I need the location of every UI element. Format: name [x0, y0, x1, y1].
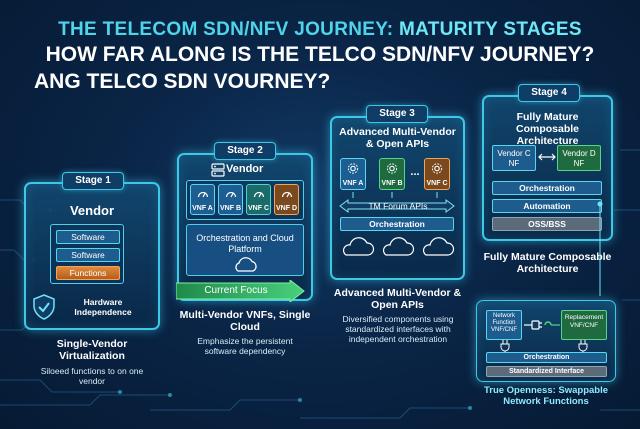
- stage2-vnf-c-label: VNF C: [248, 205, 269, 212]
- inset-caption: True Openness: Swappable Network Functio…: [483, 385, 609, 407]
- inset-replacement-function: Replacement VNF/CNF: [561, 310, 607, 340]
- stage2-vendor-label: Vendor: [226, 163, 264, 175]
- stage3-vnf-c-label: VNF C: [426, 180, 448, 187]
- server-icon: [211, 163, 225, 177]
- stage2-vnf-b: VNF B: [218, 184, 243, 215]
- inset-orchestration-bar: Orchestration: [486, 352, 607, 363]
- stage3-vnf-a-label: VNF A: [342, 180, 364, 187]
- subtitle-repeat: ANG TELCO SDN VOURNEY?: [34, 70, 331, 93]
- double-arrow-icon: [538, 153, 556, 161]
- stage4-card-title: Fully Mature Composable Architecture: [515, 111, 579, 147]
- stage4-vendor-c: Vendor C NF: [492, 145, 536, 171]
- stage4-automation-bar: Automation: [492, 199, 602, 213]
- current-focus-label: Current Focus: [204, 285, 268, 296]
- stage2-orchestration-label: Orchestration and Cloud Platform: [196, 233, 294, 254]
- inset-standardized-interface: Standardized Interface: [486, 366, 607, 377]
- stage1-stack-software-1: Software: [56, 230, 120, 244]
- gauge-icon: [225, 191, 236, 198]
- stage4-tab: Stage 4: [518, 84, 580, 102]
- inset-connector-line: [597, 201, 603, 296]
- stage3-vnf-a: VNF A: [340, 158, 366, 190]
- main-title-prefix: THE TELECOM SDN/NFV JOURNEY:: [58, 19, 399, 40]
- stage2-description: Emphasize the persistent software depend…: [197, 336, 293, 356]
- stage3-api-label: TM Forum APIs: [368, 201, 428, 211]
- stage1-tab: Stage 1: [62, 172, 124, 190]
- gauge-icon: [253, 191, 264, 198]
- plug-icon-right: [578, 340, 588, 352]
- cloud-icon: [235, 257, 257, 272]
- stage4-headline: Fully Mature Composable Architecture: [483, 251, 612, 275]
- gauge-icon: [197, 191, 208, 198]
- stage2-tab: Stage 2: [214, 142, 276, 160]
- stage1-badge-label: Hardware Independence: [74, 297, 132, 317]
- stage1-stack-software-2: Software: [56, 248, 120, 262]
- stage1-stack-functions: Functions: [56, 266, 120, 280]
- stage2-orchestration-box: [186, 224, 304, 276]
- main-title: THE TELECOM SDN/NFV JOURNEY: MATURITY ST…: [0, 19, 640, 41]
- gear-icon: [347, 163, 359, 174]
- stage2-vnf-a: VNF A: [190, 184, 215, 215]
- stage2-vnf-c: VNF C: [246, 184, 271, 215]
- stage3-ellipsis: ...: [410, 166, 420, 178]
- stage4-vendor-d: Vendor D NF: [557, 145, 601, 171]
- stage3-headline: Advanced Multi-Vendor & Open APIs: [333, 287, 462, 311]
- stage3-vnf-c: VNF C: [424, 158, 450, 190]
- stage3-card-title: Advanced Multi-Vendor & Open APIs: [339, 126, 456, 150]
- stage2-vnf-b-label: VNF B: [220, 205, 241, 212]
- subtitle-question: HOW FAR ALONG IS THE TELCO SDN/NFV JOURN…: [45, 43, 595, 66]
- shield-check-icon: [33, 294, 55, 320]
- stage2-vnf-d-label: VNF D: [276, 205, 297, 212]
- stage4-orchestration-bar: Orchestration: [492, 181, 602, 195]
- stage2-vnf-a-label: VNF A: [192, 205, 213, 212]
- stage3-vnf-b-label: VNF B: [381, 180, 403, 187]
- gauge-icon: [281, 191, 292, 198]
- stage3-api-arrows: [339, 192, 455, 213]
- stage3-tab: Stage 3: [366, 105, 428, 123]
- stage3-description: Diversified components using standardize…: [342, 314, 454, 344]
- main-title-highlight: MATURITY STAGES: [398, 19, 582, 40]
- plug-connector-icon: [524, 320, 560, 330]
- gear-icon: [431, 163, 443, 174]
- stage1-description: Siloeed functions to on one vendor: [40, 366, 144, 386]
- stage3-orchestration-bar: Orchestration: [340, 217, 454, 231]
- inset-network-function: Network Function VNF/CNF: [486, 310, 522, 340]
- plug-icon-left: [500, 340, 510, 352]
- stage4-oss-bss-bar: OSS/BSS: [492, 217, 602, 231]
- stage2-headline: Multi-Vendor VNFs, Single Cloud: [179, 309, 311, 333]
- current-focus-arrow: [176, 280, 305, 302]
- gear-icon: [386, 163, 398, 174]
- stage1-headline: Single-Vendor Virtualization: [56, 338, 128, 362]
- stage3-vnf-b: VNF B: [379, 158, 405, 190]
- cloud-row-icons: [342, 237, 455, 256]
- stage1-vendor-label: Vendor: [69, 203, 115, 218]
- stage2-vnf-d: VNF D: [274, 184, 299, 215]
